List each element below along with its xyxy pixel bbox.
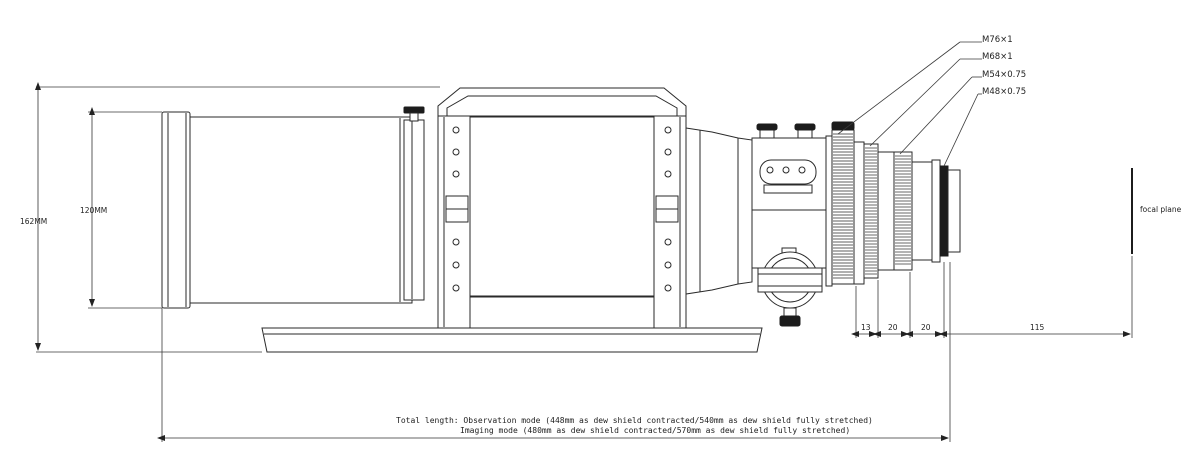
total-length-dimension: Total length: Observation mode (448mm as… bbox=[157, 262, 951, 442]
knurl-ring-2 bbox=[865, 147, 877, 275]
focal-plane: focal plane bbox=[1131, 168, 1182, 254]
ring-holes-right bbox=[664, 126, 672, 292]
ring-holes-left bbox=[452, 126, 460, 292]
thread-callouts: M76×1 M68×1 M54×0.75 M48×0.75 bbox=[837, 35, 1026, 167]
draw-tube bbox=[825, 121, 961, 287]
diameter-dimension: 120MM bbox=[80, 107, 162, 309]
height-dimension: 162MM bbox=[20, 82, 440, 353]
thread-label-4: M48×0.75 bbox=[982, 87, 1026, 97]
total-length-line2: Imaging mode (480mm as dew shield contra… bbox=[460, 426, 850, 435]
backfocus-dimensions: 13 20 20 115 bbox=[851, 256, 1133, 338]
rear-cell bbox=[685, 127, 753, 295]
thread-label-2: M68×1 bbox=[982, 52, 1013, 62]
dim-20-b: 20 bbox=[921, 323, 931, 332]
tube-rings bbox=[437, 87, 687, 329]
dim-13: 13 bbox=[861, 323, 871, 332]
dovetail-plate bbox=[261, 327, 763, 353]
main-tube bbox=[189, 106, 425, 304]
dew-shield bbox=[161, 111, 191, 309]
height-label: 162MM bbox=[20, 217, 47, 226]
knurl-ring-3 bbox=[895, 155, 911, 265]
knurl-ring-1 bbox=[833, 133, 853, 279]
focal-plane-label: focal plane bbox=[1140, 205, 1182, 214]
diameter-label: 120MM bbox=[80, 206, 107, 215]
dim-115: 115 bbox=[1030, 323, 1045, 332]
dim-20-a: 20 bbox=[888, 323, 898, 332]
focuser bbox=[751, 123, 827, 327]
thread-label-3: M54×0.75 bbox=[982, 70, 1026, 80]
total-length-line1: Total length: Observation mode (448mm as… bbox=[396, 416, 873, 425]
thread-label-1: M76×1 bbox=[982, 35, 1013, 45]
